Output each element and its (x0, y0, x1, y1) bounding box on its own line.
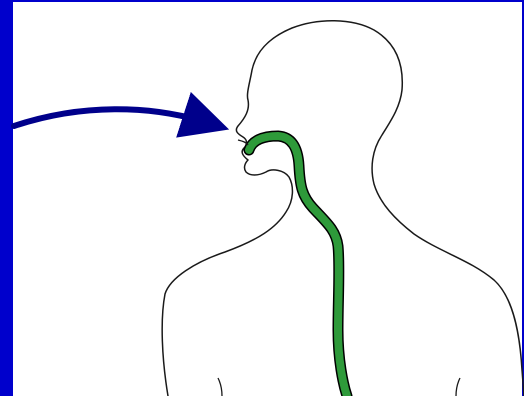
pointer-arrow (14, 109, 212, 126)
right-inner-shoulder-line (456, 378, 460, 396)
green-tube (249, 136, 347, 396)
left-inner-shoulder-line (218, 378, 222, 396)
